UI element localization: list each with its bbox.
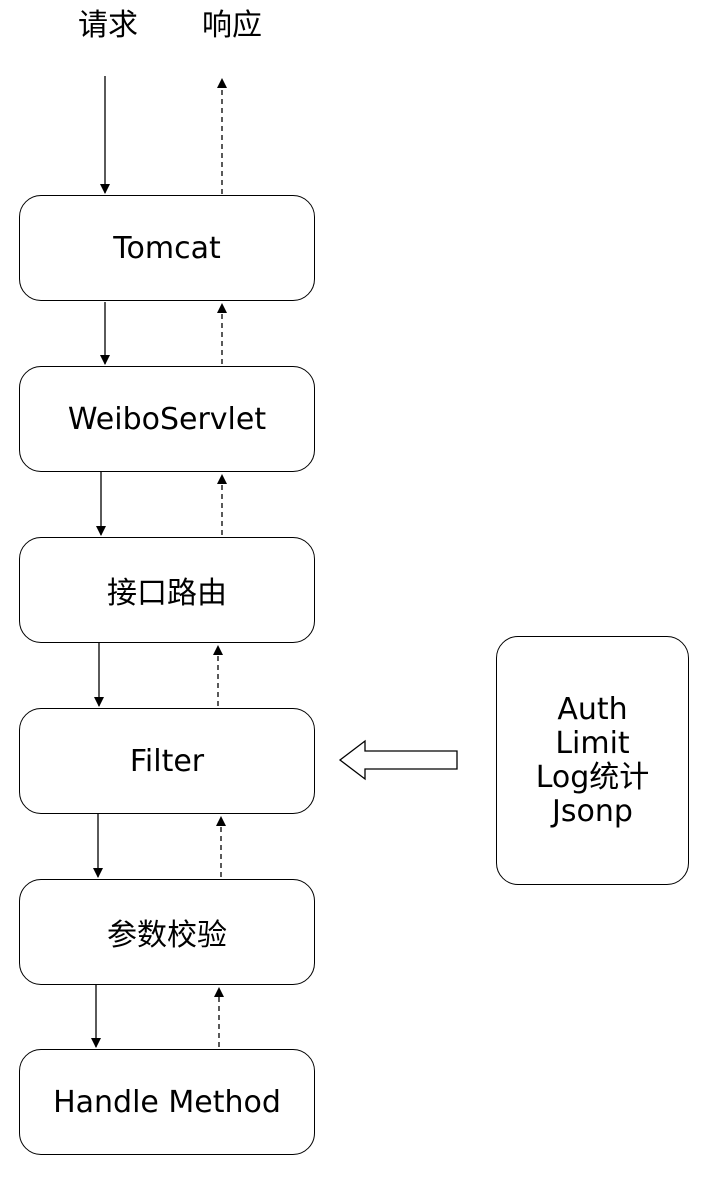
- request-arrowhead-tomcat: [100, 184, 110, 194]
- request-label: 请求: [78, 8, 138, 43]
- response-arrowhead-top: [217, 78, 227, 88]
- stage-filter: Filter: [19, 708, 315, 814]
- stage-label: Tomcat: [113, 230, 221, 266]
- stage-param-validation: 参数校验: [19, 879, 315, 985]
- stage-label: WeiboServlet: [67, 401, 267, 437]
- response-label: 响应: [202, 8, 262, 43]
- stage-label: 接口路由: [107, 576, 227, 611]
- stage-interface-routing: 接口路由: [19, 537, 315, 643]
- request-arrowhead-filter: [94, 697, 104, 707]
- request-arrowhead-validation: [93, 868, 103, 878]
- stage-tomcat: Tomcat: [19, 195, 315, 301]
- stage-handle-method: Handle Method: [19, 1049, 315, 1155]
- filter-component-item: Auth: [557, 691, 628, 727]
- filter-component-item: Limit: [555, 725, 630, 761]
- response-arrowhead-servlet: [217, 474, 227, 484]
- request-arrowhead-routing: [96, 526, 106, 536]
- stage-label: 参数校验: [107, 918, 227, 953]
- filter-components-box: Auth Limit Log统计 Jsonp: [496, 636, 689, 885]
- stage-weibo-servlet: WeiboServlet: [19, 366, 315, 472]
- request-arrowhead-servlet: [100, 355, 110, 365]
- response-arrowhead-routing: [213, 645, 223, 655]
- request-arrowhead-handle: [91, 1038, 101, 1048]
- filter-component-item: Log统计: [535, 759, 650, 795]
- response-arrowhead-validation: [214, 987, 224, 997]
- response-arrowhead-filter: [216, 816, 226, 826]
- stage-label: Handle Method: [53, 1084, 281, 1120]
- filter-injection-arrow: [338, 739, 458, 781]
- filter-component-item: Jsonp: [552, 793, 633, 829]
- stage-label: Filter: [129, 743, 205, 779]
- response-arrowhead-tomcat: [217, 303, 227, 313]
